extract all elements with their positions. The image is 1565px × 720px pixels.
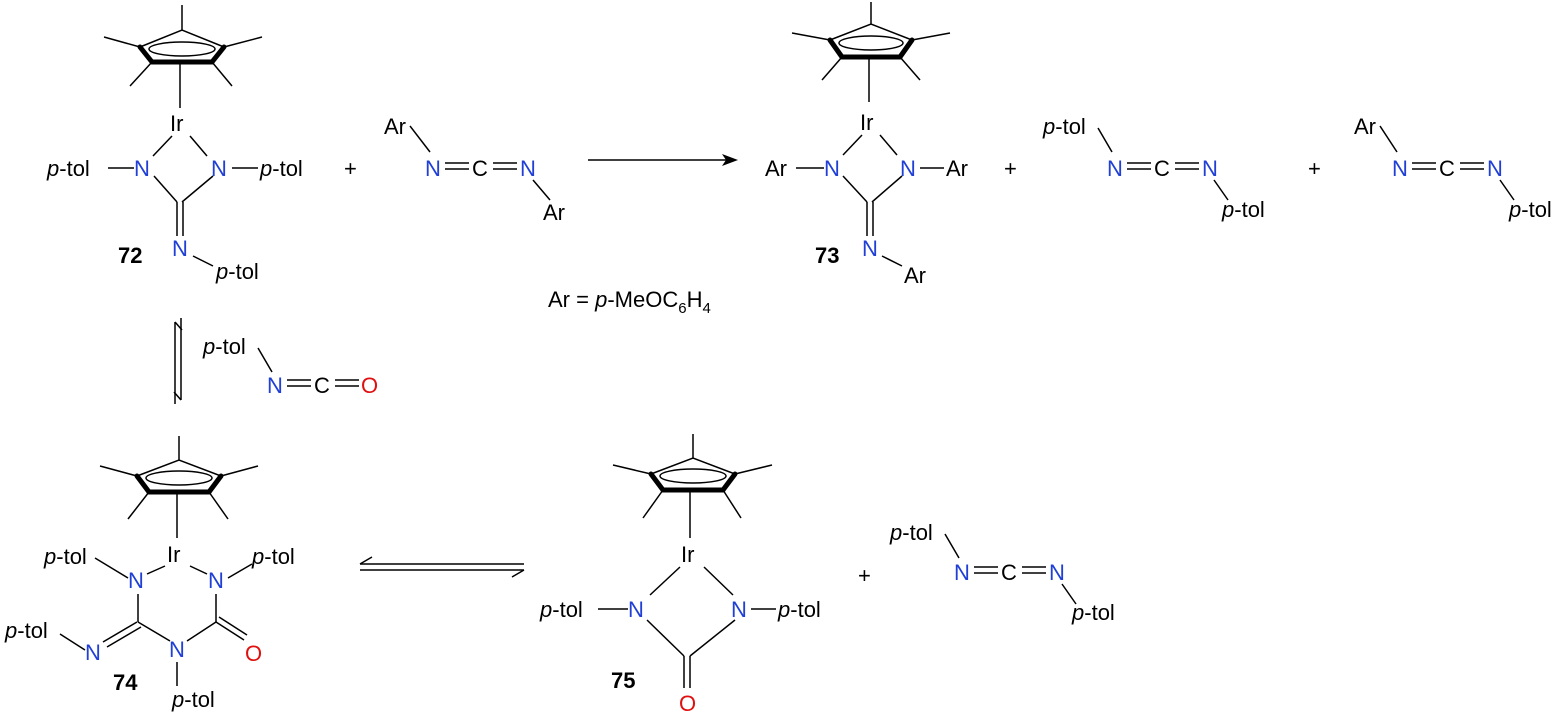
compound-number-75: 75: [611, 668, 635, 693]
reaction-arrow: [588, 154, 738, 166]
nitrogen-left-75: N: [628, 597, 644, 622]
oxygen-74: O: [245, 641, 262, 666]
carbon-label: C: [1001, 560, 1017, 585]
p-tol-top-label: p-tol: [1042, 114, 1086, 139]
nitrogen-left-72: N: [134, 156, 150, 181]
nitrogen-imine-73: N: [862, 236, 878, 261]
compound-72: Ir N N N p-tol p-tol p-tol 72: [46, 5, 303, 284]
iridium-label-74: Ir: [167, 542, 180, 567]
nitrogen-top-right-74: N: [208, 568, 224, 593]
compound-number-72: 72: [118, 243, 142, 268]
nitrogen-bottom-74: N: [169, 637, 185, 662]
nitrogen-right-75: N: [731, 597, 747, 622]
cp-star-ring-74: [99, 436, 259, 538]
nitrogen-left: N: [954, 560, 970, 585]
p-tol-right-75: p-tol: [777, 597, 821, 622]
p-tol-left-72: p-tol: [46, 156, 90, 181]
nitrogen-left-73: N: [824, 156, 840, 181]
ar-imine-73: Ar: [904, 263, 926, 288]
p-tol-right-72: p-tol: [259, 156, 303, 181]
nitrogen-right-72: N: [211, 156, 227, 181]
compound-75: Ir N N O p-tol p-tol 75: [539, 434, 821, 716]
p-tol-bottom-label: p-tol: [1221, 197, 1265, 222]
ar-label-top: Ar: [384, 114, 406, 139]
carbon-label: C: [1154, 156, 1170, 181]
di-p-tolyl-carbodiimide-bottom: p-tol N C N p-tol: [889, 520, 1115, 625]
iridium-label-75: Ir: [681, 542, 694, 567]
ar-label: Ar: [1354, 114, 1376, 139]
nitrogen-right: N: [1202, 156, 1218, 181]
nitrogen-exo-74: N: [85, 640, 101, 665]
oxygen-label: O: [361, 373, 378, 398]
nitrogen-right: N: [520, 156, 536, 181]
horizontal-equilibrium-arrow: [359, 556, 525, 578]
p-tol-top-label: p-tol: [889, 520, 933, 545]
cp-star-ring-73: [791, 2, 951, 102]
ar-right-73: Ar: [946, 156, 968, 181]
di-p-tolyl-carbodiimide-top: p-tol N C N p-tol: [1042, 114, 1265, 222]
p-tol-label: p-tol: [202, 334, 246, 359]
oxygen-75: O: [679, 691, 696, 716]
nitrogen-imine-72: N: [172, 236, 188, 261]
p-tol-imine-72: p-tol: [215, 259, 259, 284]
carbon-label: C: [472, 156, 488, 181]
nitrogen-label: N: [267, 373, 283, 398]
compound-number-73: 73: [815, 243, 839, 268]
ar-definition: Ar = p-MeOC6H4: [548, 287, 711, 317]
vertical-equilibrium-arrow: [173, 318, 183, 404]
iridium-label-73: Ir: [860, 110, 873, 135]
p-tol-top-right-74: p-tol: [251, 544, 295, 569]
diaryl-carbodiimide: Ar N C N Ar: [384, 114, 565, 225]
p-tol-exo-74: p-tol: [4, 618, 48, 643]
nitrogen-left: N: [425, 156, 441, 181]
mixed-carbodiimide: Ar N C N p-tol: [1354, 114, 1552, 222]
nitrogen-left: N: [1392, 156, 1408, 181]
plus-sign-2: +: [1004, 156, 1017, 181]
ar-left-73: Ar: [765, 156, 787, 181]
p-tol-bottom-label: p-tol: [1071, 600, 1115, 625]
compound-number-74: 74: [113, 670, 138, 695]
ar-label-bottom: Ar: [543, 200, 565, 225]
compound-74: Ir N N p-tol p-tol N N p-tol O p-tol 74: [4, 436, 295, 712]
carbon-label: C: [1439, 156, 1455, 181]
p-tol-left-75: p-tol: [539, 597, 583, 622]
p-tolyl-isocyanate: p-tol N C O: [202, 334, 378, 398]
carbon-label: C: [314, 373, 330, 398]
nitrogen-top-left-74: N: [128, 568, 144, 593]
cp-star-ring-75: [612, 434, 773, 538]
plus-sign-4: +: [858, 563, 871, 588]
compound-73: Ir N N N Ar Ar Ar 73: [765, 2, 968, 288]
cp-star-ring-72: [103, 5, 263, 108]
iridium-label-72: Ir: [170, 111, 183, 136]
plus-sign-1: +: [344, 156, 357, 181]
p-tol-bottom-74: p-tol: [171, 687, 215, 712]
nitrogen-left: N: [1107, 156, 1123, 181]
nitrogen-right: N: [1049, 560, 1065, 585]
plus-sign-3: +: [1308, 156, 1321, 181]
p-tol-top-left-74: p-tol: [43, 544, 87, 569]
nitrogen-right-73: N: [900, 156, 916, 181]
p-tol-label: p-tol: [1508, 197, 1552, 222]
nitrogen-right: N: [1487, 156, 1503, 181]
